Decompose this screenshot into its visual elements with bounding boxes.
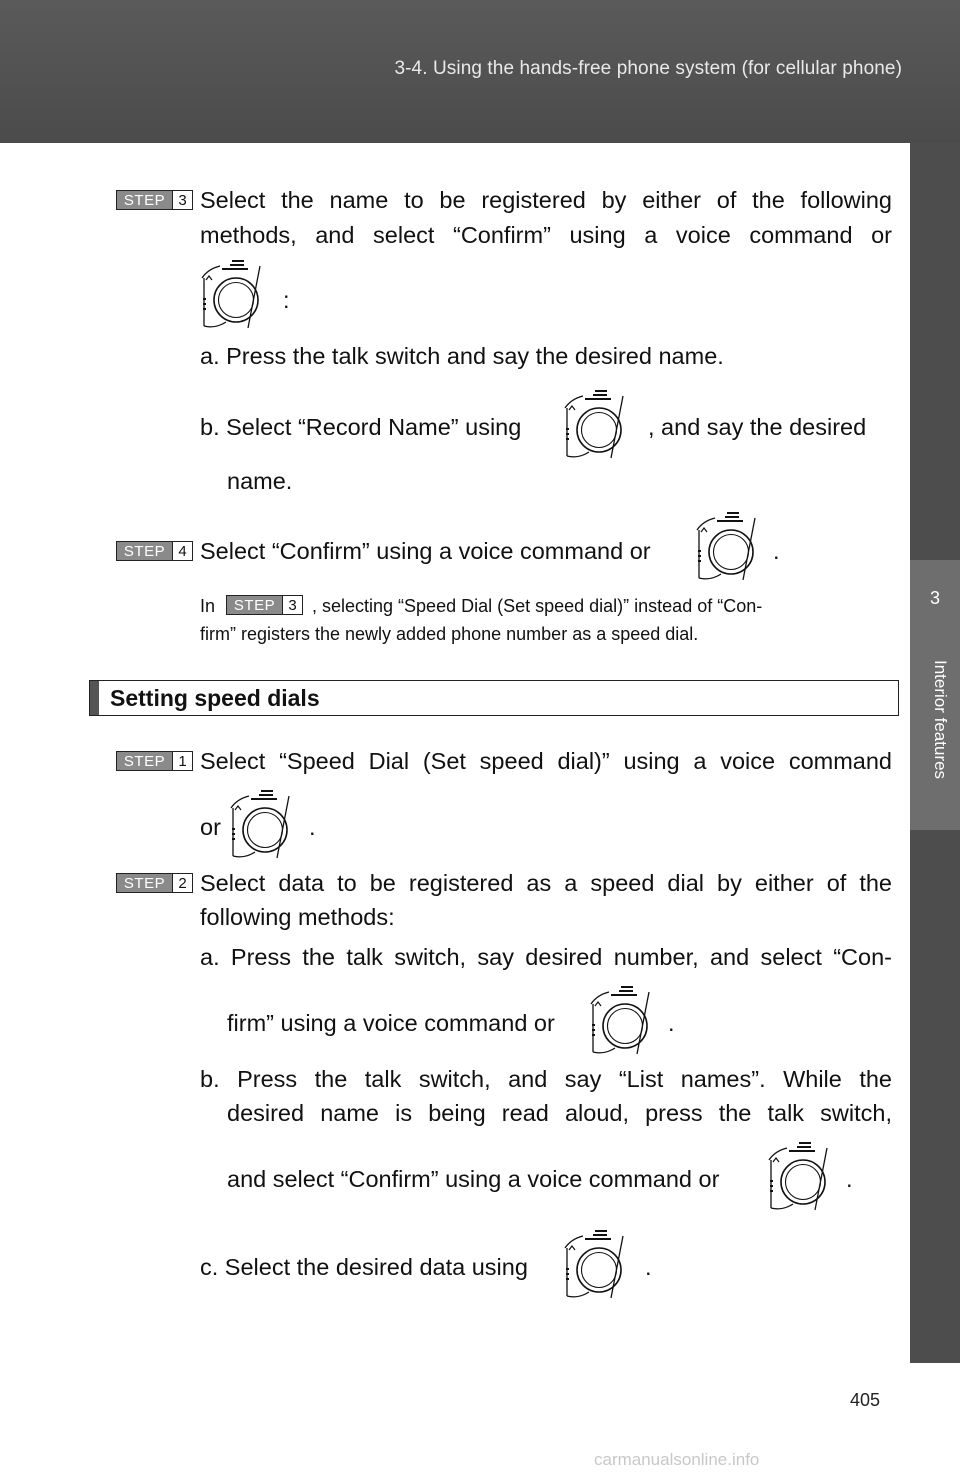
page-number: 405 [850, 1390, 881, 1410]
running-header-title: 3-4. Using the hands-free phone system (… [394, 58, 902, 79]
note-step-3-badge: STEP 3 [226, 595, 303, 615]
step-2-option-b-line-1: b. Press the talk switch, and say “List … [200, 1066, 892, 1092]
step-3-badge: STEP 3 [116, 190, 193, 210]
step-4-period: . [773, 538, 780, 564]
note-in: In [200, 596, 216, 616]
section-heading-bar [90, 681, 99, 715]
tune-scroll-knob-icon [587, 982, 657, 1056]
tune-scroll-knob-icon [765, 1138, 835, 1212]
step-4-text: Select “Confirm” using a voice command o… [200, 538, 651, 564]
step-1-period: . [309, 814, 316, 840]
step-2-option-b-period: . [846, 1166, 853, 1192]
note-line-2: firm” registers the newly added phone nu… [200, 624, 699, 644]
tune-scroll-knob-icon [561, 386, 631, 460]
step-3-colon: : [283, 287, 290, 313]
tune-scroll-knob-icon [198, 256, 268, 330]
step-3-option-a: a. Press the talk switch and say the des… [200, 343, 724, 369]
watermark: carmanualsonline.info [594, 1450, 760, 1469]
tune-scroll-knob-icon [561, 1226, 631, 1300]
step-3-option-b-cont: name. [227, 468, 293, 494]
section-heading-title: Setting speed dials [110, 685, 320, 711]
step-4-badge: STEP 4 [116, 541, 193, 561]
step-2-option-b-line-3: and select “Confirm” using a voice comma… [227, 1166, 720, 1192]
step-2-option-c: c. Select the desired data using [200, 1254, 528, 1280]
section-heading: Setting speed dials [89, 680, 899, 716]
step-2-badge: STEP 2 [116, 873, 193, 893]
step-2-option-a-period: . [668, 1010, 675, 1036]
step-1-line-1: Select “Speed Dial (Set speed dial)” usi… [200, 748, 892, 774]
step-2-line-1: Select data to be registered as a speed … [200, 870, 892, 896]
step-2-option-b-line-2: desired name is being read aloud, press … [227, 1100, 892, 1126]
step-2-option-c-period: . [645, 1254, 652, 1280]
step-3-line-2: methods, and select “Confirm” using a vo… [200, 222, 892, 248]
step-2-option-a-line-2: firm” using a voice command or [227, 1010, 555, 1036]
tune-scroll-knob-icon [227, 786, 297, 860]
step-2-line-2: following methods: [200, 904, 395, 930]
step-1-badge: STEP 1 [116, 751, 193, 771]
note-line-1: , selecting “Speed Dial (Set speed dial)… [312, 596, 763, 616]
step-3-option-b-tail: , and say the desired [648, 414, 867, 440]
step-3-option-b-text: b. Select “Record Name” using [200, 414, 522, 440]
tune-scroll-knob-icon [693, 508, 763, 582]
step-3-line-1: Select the name to be registered by eith… [200, 187, 892, 213]
step-2-option-a-line-1: a. Press the talk switch, say desired nu… [200, 944, 892, 970]
chapter-side-tab-highlight [910, 560, 960, 830]
header-band [0, 0, 960, 143]
chapter-label: Interior features [931, 660, 950, 780]
step-1-or: or [200, 814, 221, 840]
chapter-number: 3 [929, 588, 940, 608]
